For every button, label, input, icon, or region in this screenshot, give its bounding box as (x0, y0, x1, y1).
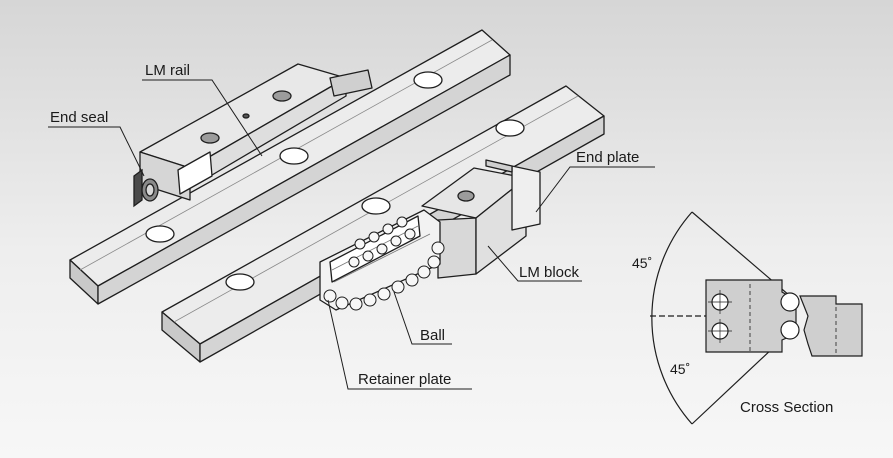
upper-lm-rail (69, 29, 511, 305)
label-lm-block: LM block (519, 264, 580, 281)
label-lm-rail: LM rail (145, 62, 190, 79)
label-retainer-plate: Retainer plate (358, 371, 451, 388)
angle-arc (651, 211, 693, 425)
label-angle-top: 45˚ (632, 255, 652, 271)
label-end-plate: End plate (576, 149, 639, 166)
cross-section (650, 211, 863, 425)
label-end-seal: End seal (50, 109, 108, 126)
balls (323, 216, 445, 311)
upper-lm-block (139, 63, 373, 201)
leader-lines (48, 79, 655, 390)
label-cross-section: Cross Section (740, 399, 833, 416)
end-seal (133, 168, 159, 208)
label-angle-bottom: 45˚ (670, 361, 690, 377)
label-ball: Ball (420, 327, 445, 344)
